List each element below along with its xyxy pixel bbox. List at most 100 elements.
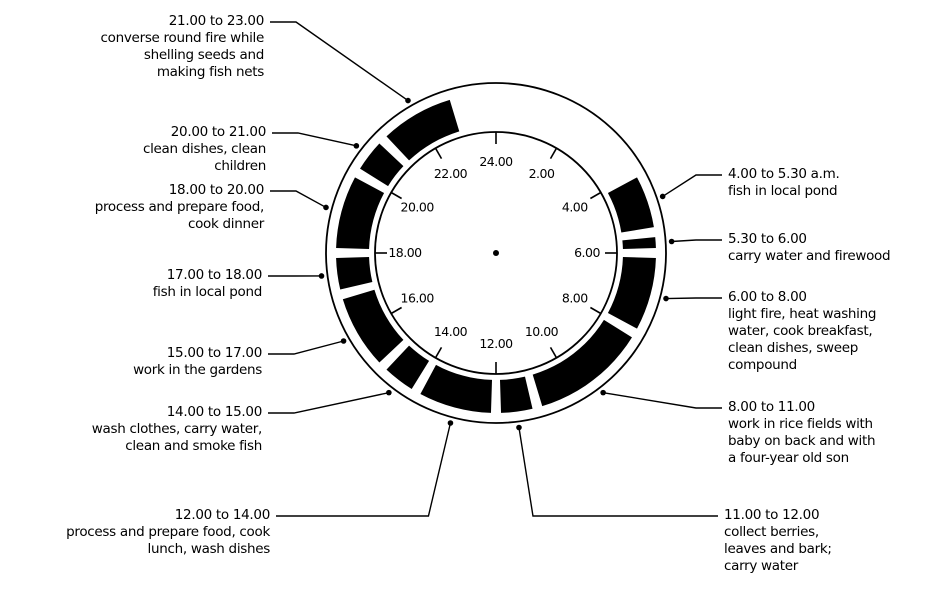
tick-mark [434, 147, 443, 160]
tick-mark [589, 306, 602, 315]
leader-line-a1100 [518, 427, 718, 517]
leader-line-a2100 [270, 21, 409, 102]
leader-line-a2000 [272, 132, 357, 147]
activity-description-line: shelling seeds and [143, 47, 264, 63]
activity-description-line: collect berries, [724, 524, 819, 540]
tick-label: 24.00 [479, 154, 513, 169]
leader-lines [268, 21, 722, 517]
activity-description-line: carry water [724, 558, 799, 574]
leader-dot-a1200 [447, 420, 454, 426]
activity-description-line: leaves and bark; [724, 541, 832, 557]
activity-time: 11.00 to 12.00 [724, 507, 820, 523]
tick-label: 16.00 [401, 291, 435, 306]
activity-segment-a1400 [386, 345, 430, 389]
activity-segment-a1200 [420, 364, 493, 413]
activity-segment-a1800 [336, 177, 385, 250]
leader-line-a0600 [665, 297, 722, 300]
leader-line-a1400 [268, 391, 390, 414]
activity-description-line: making fish nets [156, 64, 264, 80]
tick-label: 6.00 [574, 245, 600, 260]
activity-segment-a0600 [607, 256, 656, 329]
leader-line-a1200 [276, 422, 452, 517]
activity-segment-a0530 [622, 237, 656, 250]
activity-description-line: light fire, heat washing [728, 306, 877, 322]
center-dot [493, 250, 499, 256]
activity-description-line: children [214, 158, 266, 174]
activity-description-line: lunch, wash dishes [147, 541, 271, 557]
activity-segments [336, 99, 656, 413]
activity-label-a0400: 4.00 to 5.30 a.m.fish in local pond [728, 166, 840, 200]
leader-dot-a0600 [663, 295, 669, 302]
leader-dot-a0800 [600, 389, 606, 396]
activity-time: 15.00 to 17.00 [166, 345, 263, 361]
leader-dot-a1400 [386, 389, 392, 396]
leader-dot-a0400 [659, 193, 666, 200]
leader-dot-a1700 [318, 273, 325, 279]
leader-dot-a2000 [353, 143, 360, 149]
leader-dot-a2100 [405, 97, 411, 104]
activity-segment-a1700 [336, 256, 373, 290]
tick-label: 10.00 [525, 324, 559, 339]
tick-label: 12.00 [479, 336, 513, 351]
tick-mark [549, 346, 558, 359]
tick-mark [549, 147, 558, 160]
tick-label: 20.00 [401, 200, 435, 215]
activity-time: 8.00 to 11.00 [728, 399, 815, 415]
activity-description-line: clean dishes, sweep [728, 340, 858, 356]
leader-dot-a1100 [516, 424, 522, 431]
tick-mark [434, 346, 443, 359]
leader-line-a0400 [662, 174, 722, 198]
activity-time: 5.30 to 6.00 [728, 231, 807, 247]
leader-line-a0800 [603, 391, 722, 409]
activity-segment-a0800 [532, 319, 632, 407]
leader-dot-a0530 [668, 238, 675, 245]
activity-description-line: work in rice fields with [728, 416, 873, 432]
activity-description-line: clean and smoke fish [125, 438, 262, 454]
activity-time: 17.00 to 18.00 [166, 267, 263, 283]
tick-label: 14.00 [434, 324, 468, 339]
activity-time: 12.00 to 14.00 [174, 507, 271, 523]
activity-description-line: fish in local pond [152, 284, 263, 300]
tick-label: 22.00 [434, 166, 468, 181]
activity-segment-a1500 [342, 289, 404, 363]
activity-description-line: work in the gardens [133, 362, 262, 378]
leader-line-a1800 [270, 190, 327, 209]
tick-label: 18.00 [388, 245, 422, 260]
activity-description-line: converse round fire while [100, 30, 265, 46]
activity-time: 6.00 to 8.00 [728, 289, 807, 305]
activity-description-line: compound [728, 357, 797, 373]
activity-time: 4.00 to 5.30 a.m. [728, 166, 840, 182]
activity-segment-a2000 [360, 143, 404, 187]
activity-description-line: process and prepare food, [94, 199, 265, 215]
activity-segment-a0400 [607, 177, 654, 233]
tick-mark [390, 191, 403, 200]
leader-line-a1500 [268, 340, 344, 355]
activity-segment-a1100 [499, 376, 533, 413]
activity-description-line: clean dishes, clean [142, 141, 266, 157]
activity-time: 18.00 to 20.00 [168, 182, 265, 198]
activity-time: 20.00 to 21.00 [170, 124, 267, 140]
leader-line-a0530 [671, 239, 722, 243]
activity-description-line: carry water and firewood [728, 248, 891, 264]
outer-ring [325, 82, 667, 424]
tick-mark [589, 191, 602, 200]
activity-description-line: process and prepare food, cook [66, 524, 270, 540]
leader-dot-a1800 [323, 204, 329, 211]
leader-dot-a1500 [340, 338, 347, 344]
activity-time: 21.00 to 23.00 [168, 13, 265, 29]
tick-label: 8.00 [562, 291, 588, 306]
activity-segment-a2100 [386, 99, 460, 161]
activity-description-line: fish in local pond [728, 183, 838, 199]
activity-description-line: cook dinner [187, 216, 264, 232]
